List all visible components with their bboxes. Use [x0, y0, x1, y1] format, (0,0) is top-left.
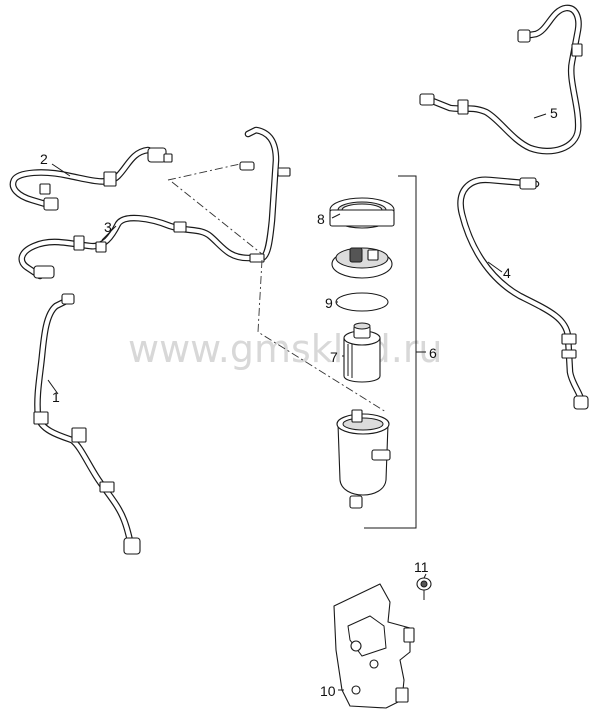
callout-5: 5 [550, 105, 558, 121]
fuel-line-4[interactable] [457, 176, 589, 410]
callout-9: 9 [325, 295, 333, 311]
assembly-lines [167, 163, 387, 413]
leader-lines [47, 113, 547, 691]
callout-11: 11 [414, 559, 429, 575]
filter-housing[interactable] [336, 409, 391, 509]
callout-4: 4 [503, 265, 511, 281]
fuel-line-1[interactable] [33, 293, 141, 555]
nut-11[interactable] [416, 577, 432, 600]
fuel-line-5[interactable] [419, 4, 583, 155]
fuel-line-2[interactable] [9, 146, 173, 211]
o-ring-9[interactable] [335, 292, 389, 312]
fuel-line-3[interactable] [18, 126, 291, 280]
mounting-bracket-10[interactable] [333, 583, 415, 709]
callout-7: 7 [330, 349, 338, 365]
filter-head[interactable] [331, 247, 393, 279]
lock-ring-8[interactable] [329, 197, 395, 229]
filter-element-7[interactable] [343, 322, 381, 383]
callout-6: 6 [429, 345, 437, 361]
callout-1: 1 [52, 389, 60, 405]
callout-3: 3 [104, 219, 112, 235]
callout-10: 10 [320, 683, 336, 699]
assembly-bracket-6 [364, 175, 426, 529]
callout-8: 8 [317, 211, 325, 227]
callouts: 2 3 1 5 4 8 9 7 6 11 10 [40, 105, 558, 699]
watermark: www.gmsklad.ru [128, 327, 443, 371]
callout-2: 2 [40, 151, 48, 167]
